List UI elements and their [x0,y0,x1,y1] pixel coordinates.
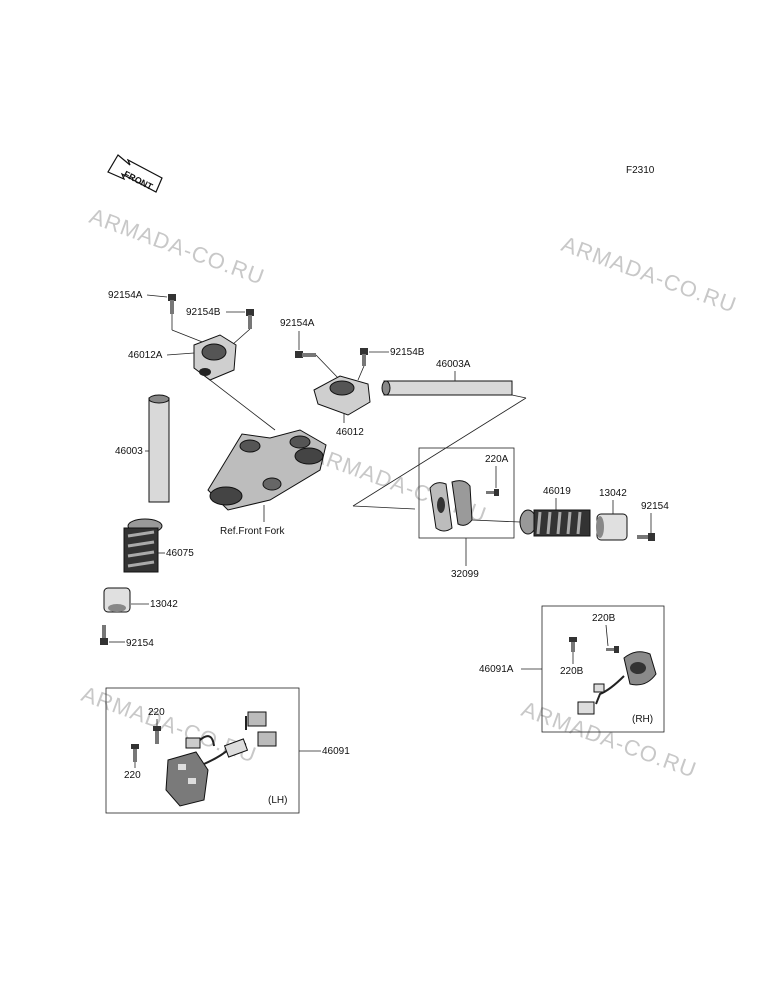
triple-clamp-ref-front-fork [207,429,327,511]
switch-housing-lh [165,711,277,807]
label-220A: 220A [485,454,509,465]
label-46003: 46003 [115,446,143,457]
label-46091: 46091 [322,746,350,757]
bar-end-weight-13042-left [103,587,131,613]
label-13042-right: 13042 [599,488,627,499]
label-92154-left: 92154 [126,638,154,649]
handlebar-tube-46003 [148,394,170,503]
bolt-92154B-center [360,348,368,366]
label-46075: 46075 [166,548,194,559]
bolt-92154-right [637,533,655,541]
label-220-bottom: 220 [124,770,141,781]
grip-46019 [519,509,591,537]
screw-220-bottom [131,744,139,762]
bolt-92154A-left [168,294,176,314]
screw-220B-bottom [569,637,577,652]
label-220B-top: 220B [592,613,616,624]
label-220-top: 220 [148,707,165,718]
switch-housing-rh [577,651,657,715]
box-46091 [105,687,300,814]
label-46019: 46019 [543,486,571,497]
label-32099: 32099 [451,569,479,580]
bolt-92154B-left [246,309,254,329]
label-92154B-center: 92154B [390,347,425,358]
label-13042-left: 13042 [150,599,178,610]
screw-220-top [153,726,161,744]
label-92154B-left: 92154B [186,307,221,318]
label-lh: (LH) [268,795,287,806]
screw-220A [486,489,499,496]
watermark-5: ARMADA-CO.RU [518,696,700,783]
throttle-housing-32099 [429,480,473,532]
bar-end-weight-13042-right [596,513,628,541]
handlebar-holder-46012 [313,375,371,416]
label-92154A-center: 92154A [280,318,315,329]
screw-220B-top [606,646,619,653]
label-220B-bottom: 220B [560,666,584,677]
bolt-92154-left [100,625,108,645]
watermark-2: ARMADA-CO.RU [558,231,740,318]
label-ref-front-fork: Ref.Front Fork [220,526,285,537]
front-arrow-icon: FRONT [107,154,163,193]
handlebar-holder-46012A [193,334,237,381]
label-92154-right: 92154 [641,501,669,512]
label-46012A: 46012A [128,350,163,361]
grip-46075 [123,518,163,573]
label-rh: (RH) [632,714,653,725]
bolt-92154A-center [295,351,316,358]
watermarks: ARMADA-CO.RU ARMADA-CO.RU ARMADA-CO.RU A… [78,203,740,783]
label-92154A-left: 92154A [108,290,143,301]
box-32099 [418,447,515,539]
handlebar-tube-46003A [381,380,513,396]
label-46012: 46012 [336,427,364,438]
label-46091A: 46091A [479,664,514,675]
label-46003A: 46003A [436,359,471,370]
figure-code: F2310 [626,165,655,176]
watermark-1: ARMADA-CO.RU [86,203,268,290]
